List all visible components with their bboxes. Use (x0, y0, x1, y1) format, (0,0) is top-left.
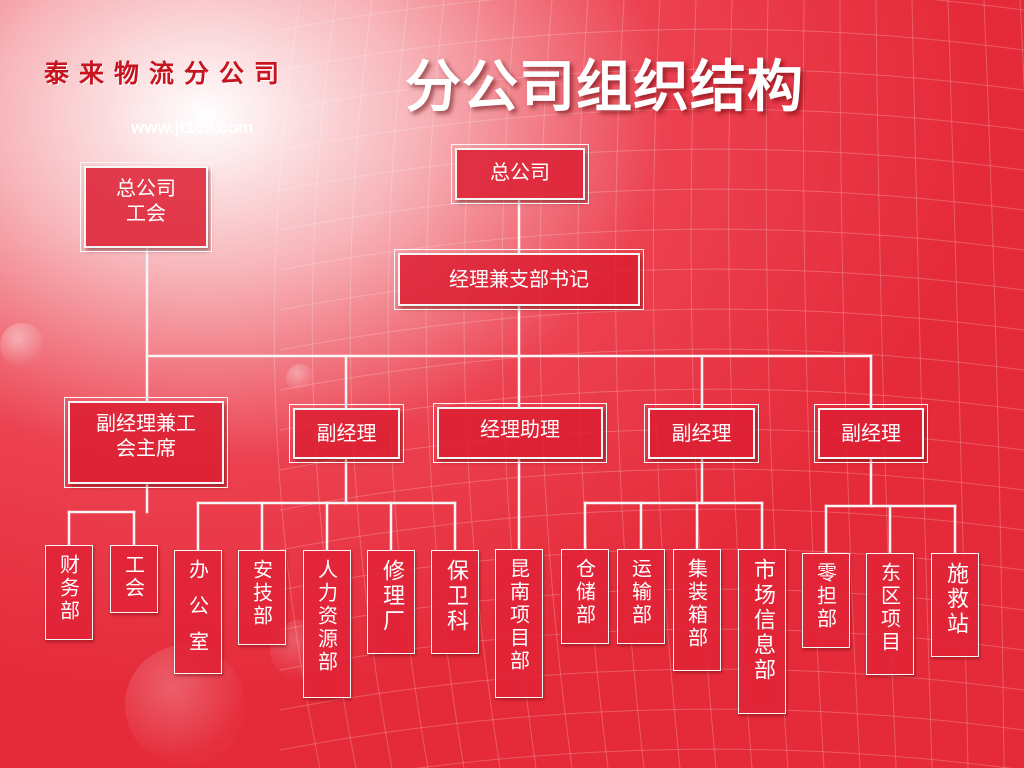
website-url: www.jt169.com (131, 118, 254, 137)
node-deputy-manager-3: 副经理 (814, 404, 928, 463)
page-title: 分公司组织结构 (405, 55, 804, 120)
dept-safety-tech: 安技部 (238, 550, 286, 645)
dept-transport: 运输部 (617, 549, 665, 644)
dept-rescue-station: 施救站 (931, 553, 979, 657)
dept-container: 集装箱部 (673, 549, 721, 671)
node-deputy-manager-2: 副经理 (644, 404, 759, 463)
node-general-manager-secretary: 经理兼支部书记 (394, 249, 644, 310)
node-headquarters-union: 总公司 工会 (80, 162, 212, 252)
dept-ltl: 零担部 (802, 553, 850, 648)
dept-market-info: 市场信息部 (738, 549, 786, 714)
node-deputy-manager-union-chair: 副经理兼工 会主席 (64, 397, 228, 488)
dept-hr: 人力资源部 (303, 550, 351, 698)
dept-east-project: 东区项目 (866, 553, 914, 675)
dept-security: 保卫科 (431, 550, 479, 654)
dept-repair-factory: 修理厂 (367, 550, 415, 654)
dept-finance: 财务部 (45, 545, 93, 640)
company-name: 泰来物流分公司 (44, 59, 290, 88)
dept-union: 工会 (110, 545, 158, 613)
node-deputy-manager-1: 副经理 (289, 404, 404, 463)
node-headquarters: 总公司 (451, 144, 589, 204)
dept-kunnan-project: 昆南项目部 (495, 549, 543, 698)
dept-warehouse: 仓储部 (561, 549, 609, 644)
node-manager-assistant: 经理助理 (433, 403, 607, 463)
dept-office: 办公室 (174, 550, 222, 674)
